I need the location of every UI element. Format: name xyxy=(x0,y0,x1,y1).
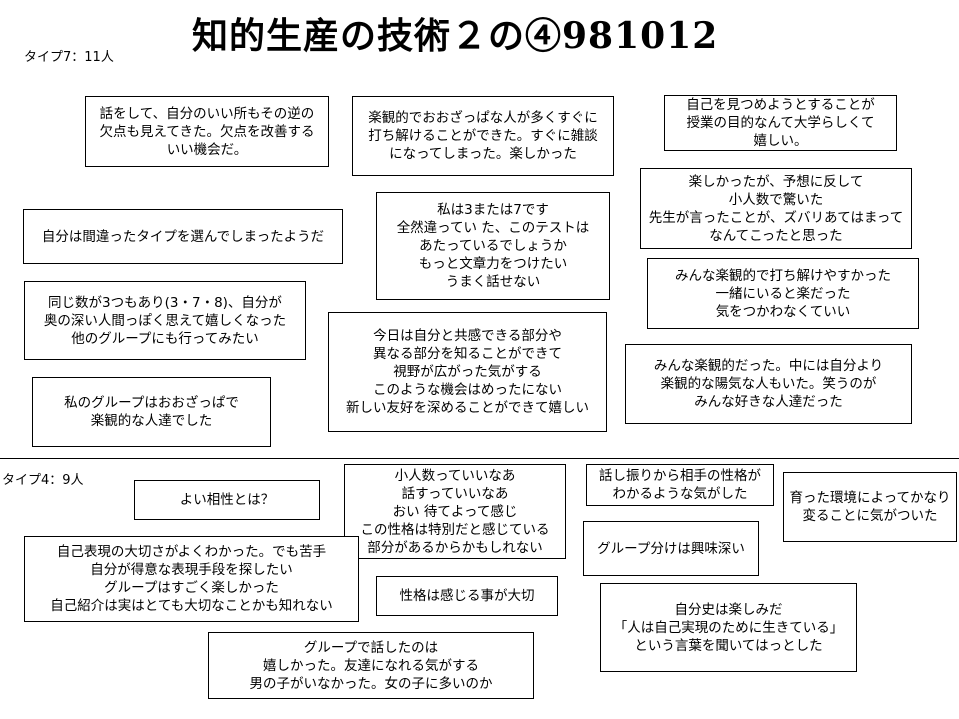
comment-text: みんな楽観的で打ち解けやすかった 一緒にいると楽だった 気をつかわなくていい xyxy=(675,267,891,320)
comment-card: 自己を見つめようとすることが 授業の目的なんて大学らしくて 嬉しい。 xyxy=(664,95,897,151)
comment-card: みんな楽観的だった。中には自分より 楽観的な陽気な人もいた。笑うのが みんな好き… xyxy=(625,344,912,424)
comment-text: 自分史は楽しみだ 「人は自己実現のために生きている」 という言葉を聞いてはっとし… xyxy=(613,601,844,654)
comment-text: よい相性とは？ xyxy=(179,492,275,508)
comment-text: 自己表現の大切さがよくわかった。でも苦手 自分が得意な表現手段を探したい グルー… xyxy=(50,544,333,614)
comment-card: 話をして、自分のいい所もその逆の 欠点も見えてきた。欠点を改善する いい機会だ。 xyxy=(85,96,329,167)
comment-text: 話をして、自分のいい所もその逆の 欠点も見えてきた。欠点を改善する いい機会だ。 xyxy=(99,105,315,158)
comment-card: 自分史は楽しみだ 「人は自己実現のために生きている」 という言葉を聞いてはっとし… xyxy=(600,583,857,672)
comment-text: 育った環境によってかなり 変ることに気がついた xyxy=(789,490,951,524)
comment-text: 今日は自分と共感できる部分や 異なる部分を知ることができて 視野が広がった気がす… xyxy=(346,328,589,416)
comment-card: グループで話したのは 嬉しかった。友達になれる気がする 男の子がいなかった。女の… xyxy=(208,632,534,699)
comment-card: 今日は自分と共感できる部分や 異なる部分を知ることができて 視野が広がった気がす… xyxy=(328,312,607,432)
comment-card: 同じ数が3つもあり(3・7・8)、自分が 奥の深い人間っぽく思えて嬉しくなった … xyxy=(24,281,306,360)
comment-card: 性格は感じる事が大切 xyxy=(376,576,558,616)
comment-text: グループ分けは興味深い xyxy=(597,540,745,557)
comment-text: 小人数っていいなあ 話すっていいなあ おい 待てよって感じ この性格は特別だと感… xyxy=(360,467,550,556)
type4-group-label: タイプ4：9人 xyxy=(2,473,84,488)
group-divider xyxy=(0,458,959,459)
comment-text: 話し振りから相手の性格が わかるような気がした xyxy=(599,468,761,502)
comment-card: 私は3または7です 全然違ってい た、このテストは あたっているでしょうか もっ… xyxy=(376,192,610,300)
comment-card: 自己表現の大切さがよくわかった。でも苦手 自分が得意な表現手段を探したい グルー… xyxy=(24,536,359,622)
comment-card: 小人数っていいなあ 話すっていいなあ おい 待てよって感じ この性格は特別だと感… xyxy=(344,464,566,559)
comment-card: 楽しかったが、予想に反して 小人数で驚いた 先生が言ったことが、ズバリあてはまっ… xyxy=(640,168,912,249)
comment-text: 同じ数が3つもあり(3・7・8)、自分が 奥の深い人間っぽく思えて嬉しくなった … xyxy=(43,294,287,347)
comment-text: 楽しかったが、予想に反して 小人数で驚いた 先生が言ったことが、ズバリあてはまっ… xyxy=(648,173,904,244)
comment-card: 私のグループはおおざっぱで 楽観的な人達でした xyxy=(32,377,271,447)
comment-text: 自分は間違ったタイプを選んでしまったようだ xyxy=(41,228,325,245)
comment-text: グループで話したのは 嬉しかった。友達になれる気がする 男の子がいなかった。女の… xyxy=(249,639,493,692)
comment-card: 話し振りから相手の性格が わかるような気がした xyxy=(586,464,774,506)
page-title: 知的生産の技術２の④981012 xyxy=(192,15,719,57)
comment-card: よい相性とは？ xyxy=(134,480,320,520)
comment-card: グループ分けは興味深い xyxy=(583,521,759,576)
comment-text: みんな楽観的だった。中には自分より 楽観的な陽気な人もいた。笑うのが みんな好き… xyxy=(653,358,884,410)
comment-card: 自分は間違ったタイプを選んでしまったようだ xyxy=(23,209,343,264)
comment-text: 楽観的でおおざっぱな人が多くすぐに 打ち解けることができた。すぐに雑談 になって… xyxy=(368,110,598,162)
type7-group-label: タイプ7：11人 xyxy=(24,50,114,65)
comment-text: 私は3または7です 全然違ってい た、このテストは あたっているでしょうか もっ… xyxy=(396,202,590,290)
comment-text: 自己を見つめようとすることが 授業の目的なんて大学らしくて 嬉しい。 xyxy=(686,97,875,149)
comment-card: みんな楽観的で打ち解けやすかった 一緒にいると楽だった 気をつかわなくていい xyxy=(647,258,919,329)
comment-text: 私のグループはおおざっぱで 楽観的な人達でした xyxy=(64,395,239,429)
comment-card: 育った環境によってかなり 変ることに気がついた xyxy=(783,472,957,542)
comment-card: 楽観的でおおざっぱな人が多くすぐに 打ち解けることができた。すぐに雑談 になって… xyxy=(352,96,614,176)
comment-text: 性格は感じる事が大切 xyxy=(399,588,535,604)
